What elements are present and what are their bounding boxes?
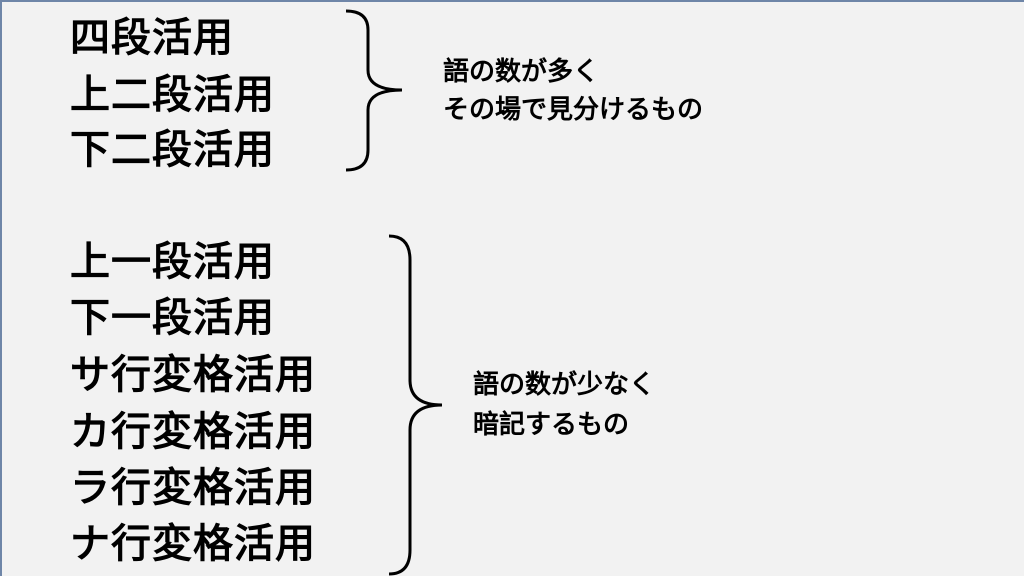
right-brace-1: [345, 9, 403, 172]
group-description: 語の数が少なく: [473, 370, 656, 400]
conjugation-item: カ行変格活用: [70, 409, 316, 455]
conjugation-item: 下二段活用: [70, 127, 275, 173]
conjugation-item: ナ行変格活用: [70, 521, 316, 567]
group-description: 語の数が多く: [443, 57, 600, 87]
group-description: その場で見分けるもの: [443, 95, 704, 125]
conjugation-item: ラ行変格活用: [70, 465, 316, 511]
conjugation-item: 上二段活用: [70, 72, 275, 118]
conjugation-item: 上一段活用: [70, 239, 275, 285]
conjugation-item: 四段活用: [70, 15, 234, 61]
conjugation-item: サ行変格活用: [70, 352, 316, 398]
conjugation-item: 下一段活用: [70, 295, 275, 341]
right-brace-2: [388, 234, 443, 576]
group-description: 暗記するもの: [473, 410, 630, 440]
